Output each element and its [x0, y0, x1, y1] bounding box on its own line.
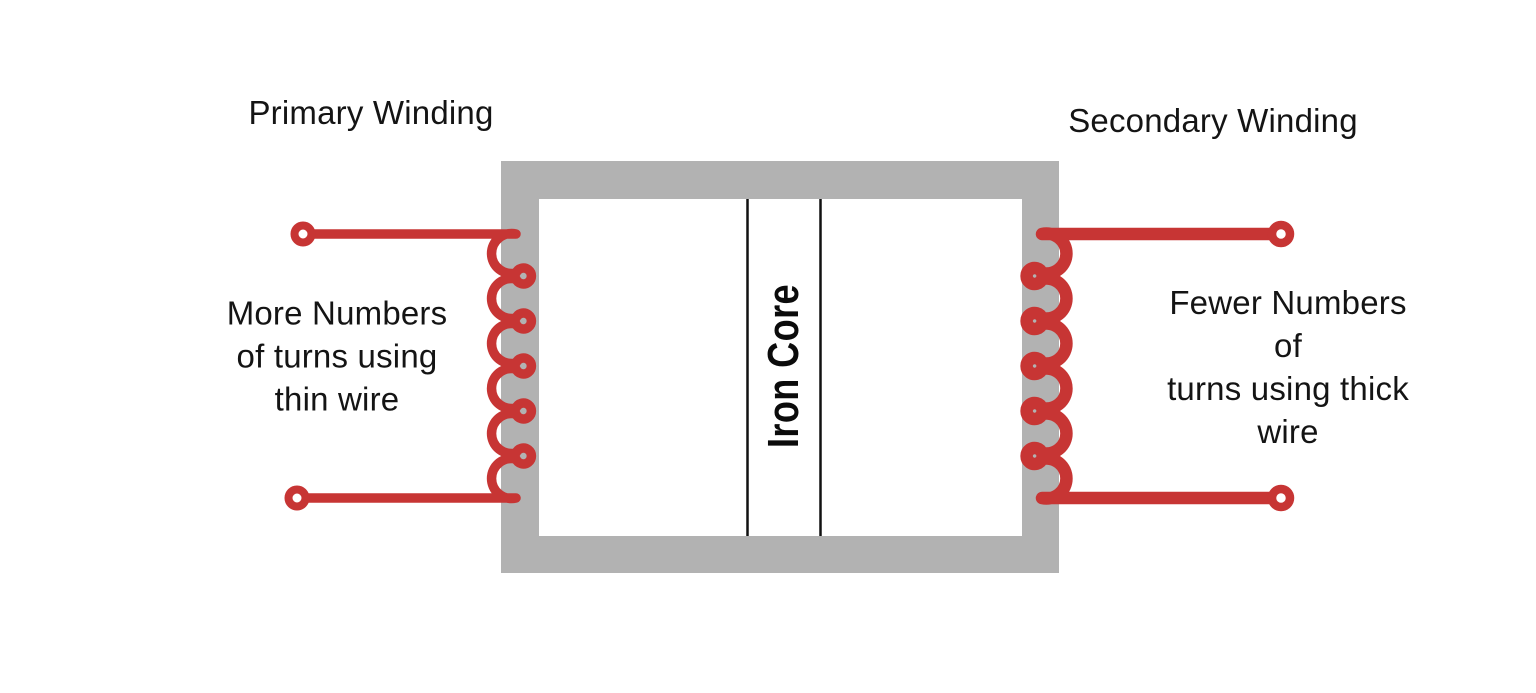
secondary-winding-note: Fewer Numbers of turns using thick wire [1167, 284, 1409, 450]
iron-core-label: Iron Core [759, 283, 808, 449]
primary-top-terminal-icon [290, 221, 316, 247]
secondary-coil [1020, 227, 1288, 505]
primary-bottom-terminal-icon [284, 485, 310, 511]
secondary-top-terminal-icon [1267, 220, 1295, 248]
secondary-bottom-terminal-icon [1267, 484, 1295, 512]
secondary-winding-label: Secondary Winding [1068, 102, 1358, 139]
primary-winding-label: Primary Winding [248, 94, 494, 131]
core-window [539, 199, 1022, 536]
primary-coil [292, 228, 537, 504]
primary-winding-note: More Numbers of turns using thin wire [226, 294, 448, 418]
